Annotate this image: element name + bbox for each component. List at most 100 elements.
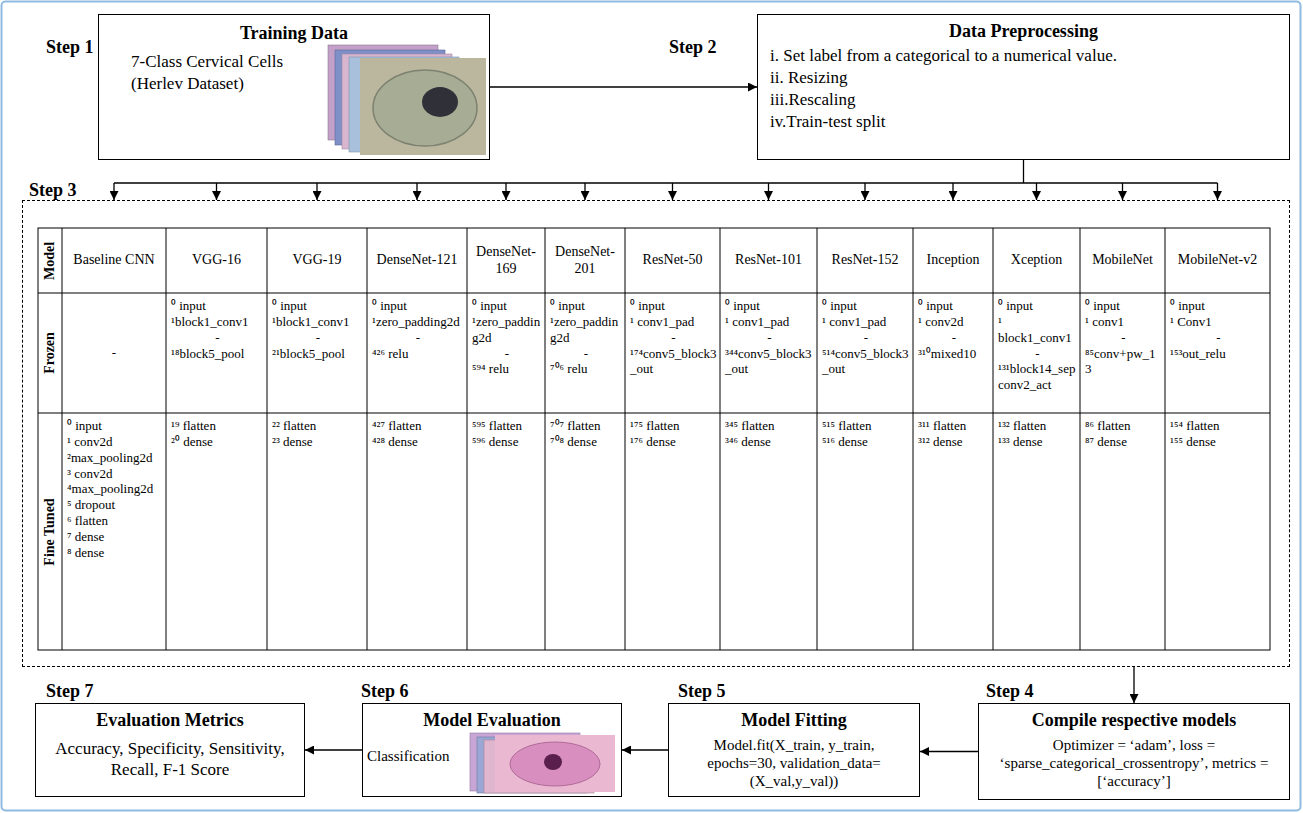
layer-name: ²³ dense xyxy=(272,434,364,450)
connector-line xyxy=(1217,183,1218,200)
table-cell: MobileNet-v2 xyxy=(1165,228,1270,293)
table-cell: DenseNet-201 xyxy=(545,228,625,293)
table-cell: ¹⁹ flatten²⁰ dense xyxy=(166,413,267,650)
table-rule xyxy=(38,413,1270,414)
table-rule xyxy=(267,228,268,650)
step-label: Step 2 xyxy=(669,37,717,58)
layer-name: ⁶ flatten xyxy=(67,513,163,529)
table-cell: ¹⁵⁴ flatten¹⁵⁵ dense xyxy=(1165,413,1270,650)
layer-name: ⁰ input xyxy=(67,418,163,434)
layer-name: ⁷⁰⁷ flatten xyxy=(550,418,622,434)
table-cell: Xception xyxy=(993,228,1080,293)
table-cell: ⁰ input¹block1_conv1-¹⁸block5_pool xyxy=(166,293,267,413)
connector-line xyxy=(622,749,668,750)
layer-name: ⁵ dropout xyxy=(67,497,163,513)
layer-name: ¹ block1_conv1 xyxy=(998,314,1077,346)
layer-name: - xyxy=(372,330,464,346)
cell-image-stack xyxy=(470,733,615,793)
table-cell: Inception xyxy=(913,228,993,293)
layer-name: ¹zero_padding2d xyxy=(550,314,622,346)
layer-name: ¹ conv2d xyxy=(67,434,163,450)
cell-photo xyxy=(495,735,615,792)
column-header: VGG-16 xyxy=(192,252,241,269)
layer-name: ¹³² flatten xyxy=(998,418,1077,434)
step-label: Step 5 xyxy=(678,681,726,702)
layer-name: ¹⁹ flatten xyxy=(171,418,264,434)
table-cell: ResNet-50 xyxy=(625,228,720,293)
row-header: Model xyxy=(42,241,58,279)
layer-name: ⁸⁶ flatten xyxy=(1085,418,1162,434)
layer-name: ³ conv2d xyxy=(67,466,163,482)
column-header: Baseline CNN xyxy=(73,252,154,269)
layer-name: ⁰ input xyxy=(1170,298,1267,314)
layer-name: - xyxy=(472,346,542,362)
table-cell: VGG-19 xyxy=(267,228,367,293)
layer-name: ¹block1_conv1 xyxy=(171,314,264,330)
table-cell: ³¹¹ flatten³¹² dense xyxy=(913,413,993,650)
connector-line xyxy=(584,183,585,200)
connector-line xyxy=(416,183,417,200)
connector-line xyxy=(672,183,673,200)
layer-name: - xyxy=(272,330,364,346)
box-title: Model Fitting xyxy=(681,710,907,732)
layer-name: ²⁰ dense xyxy=(171,434,264,450)
cell-cytoplasm xyxy=(373,70,477,146)
layer-name: ⁴²⁶ relu xyxy=(372,346,464,362)
table-cell: ⁰ input¹zero_padding2d-⁴²⁶ relu xyxy=(367,293,467,413)
process-box: Step 1Training Data7-Class Cervical Cell… xyxy=(98,14,490,160)
box-title: Compile respective models xyxy=(991,710,1277,732)
layer-name: - xyxy=(725,330,814,346)
connector-line xyxy=(490,86,757,87)
connector-line xyxy=(505,183,506,200)
layer-name: ¹⁵⁴ flatten xyxy=(1170,418,1267,434)
cell-cytoplasm xyxy=(510,742,600,786)
layer-name: ¹zero_padding2d xyxy=(372,314,464,330)
table-rule xyxy=(38,293,1270,294)
cell-image-stack xyxy=(328,45,486,155)
layer-name: - xyxy=(630,330,717,346)
connector-line xyxy=(114,182,1218,183)
layer-name: ³¹⁰mixed10 xyxy=(918,346,990,362)
layer-name: ⁷⁰⁶ relu xyxy=(550,361,622,377)
layer-name: ¹zero_padding2d xyxy=(472,314,542,346)
table-cell: ⁰ input¹block1_conv1-²¹block5_pool xyxy=(267,293,367,413)
layer-name: ³¹¹ flatten xyxy=(918,418,990,434)
box-title: Training Data xyxy=(99,23,489,45)
connector-line xyxy=(952,183,953,200)
cell-nucleus xyxy=(422,87,458,117)
table-rule xyxy=(467,228,468,650)
layer-name: ³⁴⁴conv5_block3_out xyxy=(725,346,814,378)
layer-name: ⁰ input xyxy=(998,298,1077,314)
model-group-box: Step 3 xyxy=(22,200,1290,667)
layer-name: ⁷⁰⁸ dense xyxy=(550,434,622,450)
connector-line xyxy=(113,183,114,200)
layer-name: ⁰ input xyxy=(918,298,990,314)
layer-name: ⁴max_pooling2d xyxy=(67,481,163,497)
connector-line xyxy=(1036,183,1037,200)
layer-name: ¹ conv1 xyxy=(1085,314,1162,330)
table-cell: - xyxy=(62,293,166,413)
layer-name: ⁴²⁸ dense xyxy=(372,434,464,450)
layer-name: ²¹block5_pool xyxy=(272,346,364,362)
table-cell: ²² flatten²³ dense xyxy=(267,413,367,650)
table-rule xyxy=(367,228,368,650)
table-cell: ¹⁷⁵ flatten¹⁷⁶ dense xyxy=(625,413,720,650)
table-cell: ⁰ input¹zero_padding2d-⁷⁰⁶ relu xyxy=(545,293,625,413)
layer-name: ⁸ dense xyxy=(67,545,163,561)
table-rule xyxy=(1080,228,1081,650)
process-box: Step 4Compile respective modelsOptimizer… xyxy=(978,703,1290,800)
process-box: Step 7Evaluation MetricsAccuracy, Specif… xyxy=(35,703,305,797)
table-cell: DenseNet-169 xyxy=(467,228,545,293)
flow-arrow xyxy=(622,750,668,751)
layer-name: ¹⁷⁵ flatten xyxy=(630,418,717,434)
table-rule xyxy=(166,228,167,650)
connector-line xyxy=(1122,183,1123,200)
table-rule xyxy=(993,228,994,650)
flow-arrow xyxy=(920,751,978,752)
layer-name: ⁵⁹⁵ flatten xyxy=(472,418,542,434)
table-cell: ⁴²⁷ flatten⁴²⁸ dense xyxy=(367,413,467,650)
layer-name: ⁸⁵conv+pw_13 xyxy=(1085,346,1162,378)
table-cell: ⁰ input¹ conv2d-³¹⁰mixed10 xyxy=(913,293,993,413)
layer-name: - xyxy=(171,330,264,346)
